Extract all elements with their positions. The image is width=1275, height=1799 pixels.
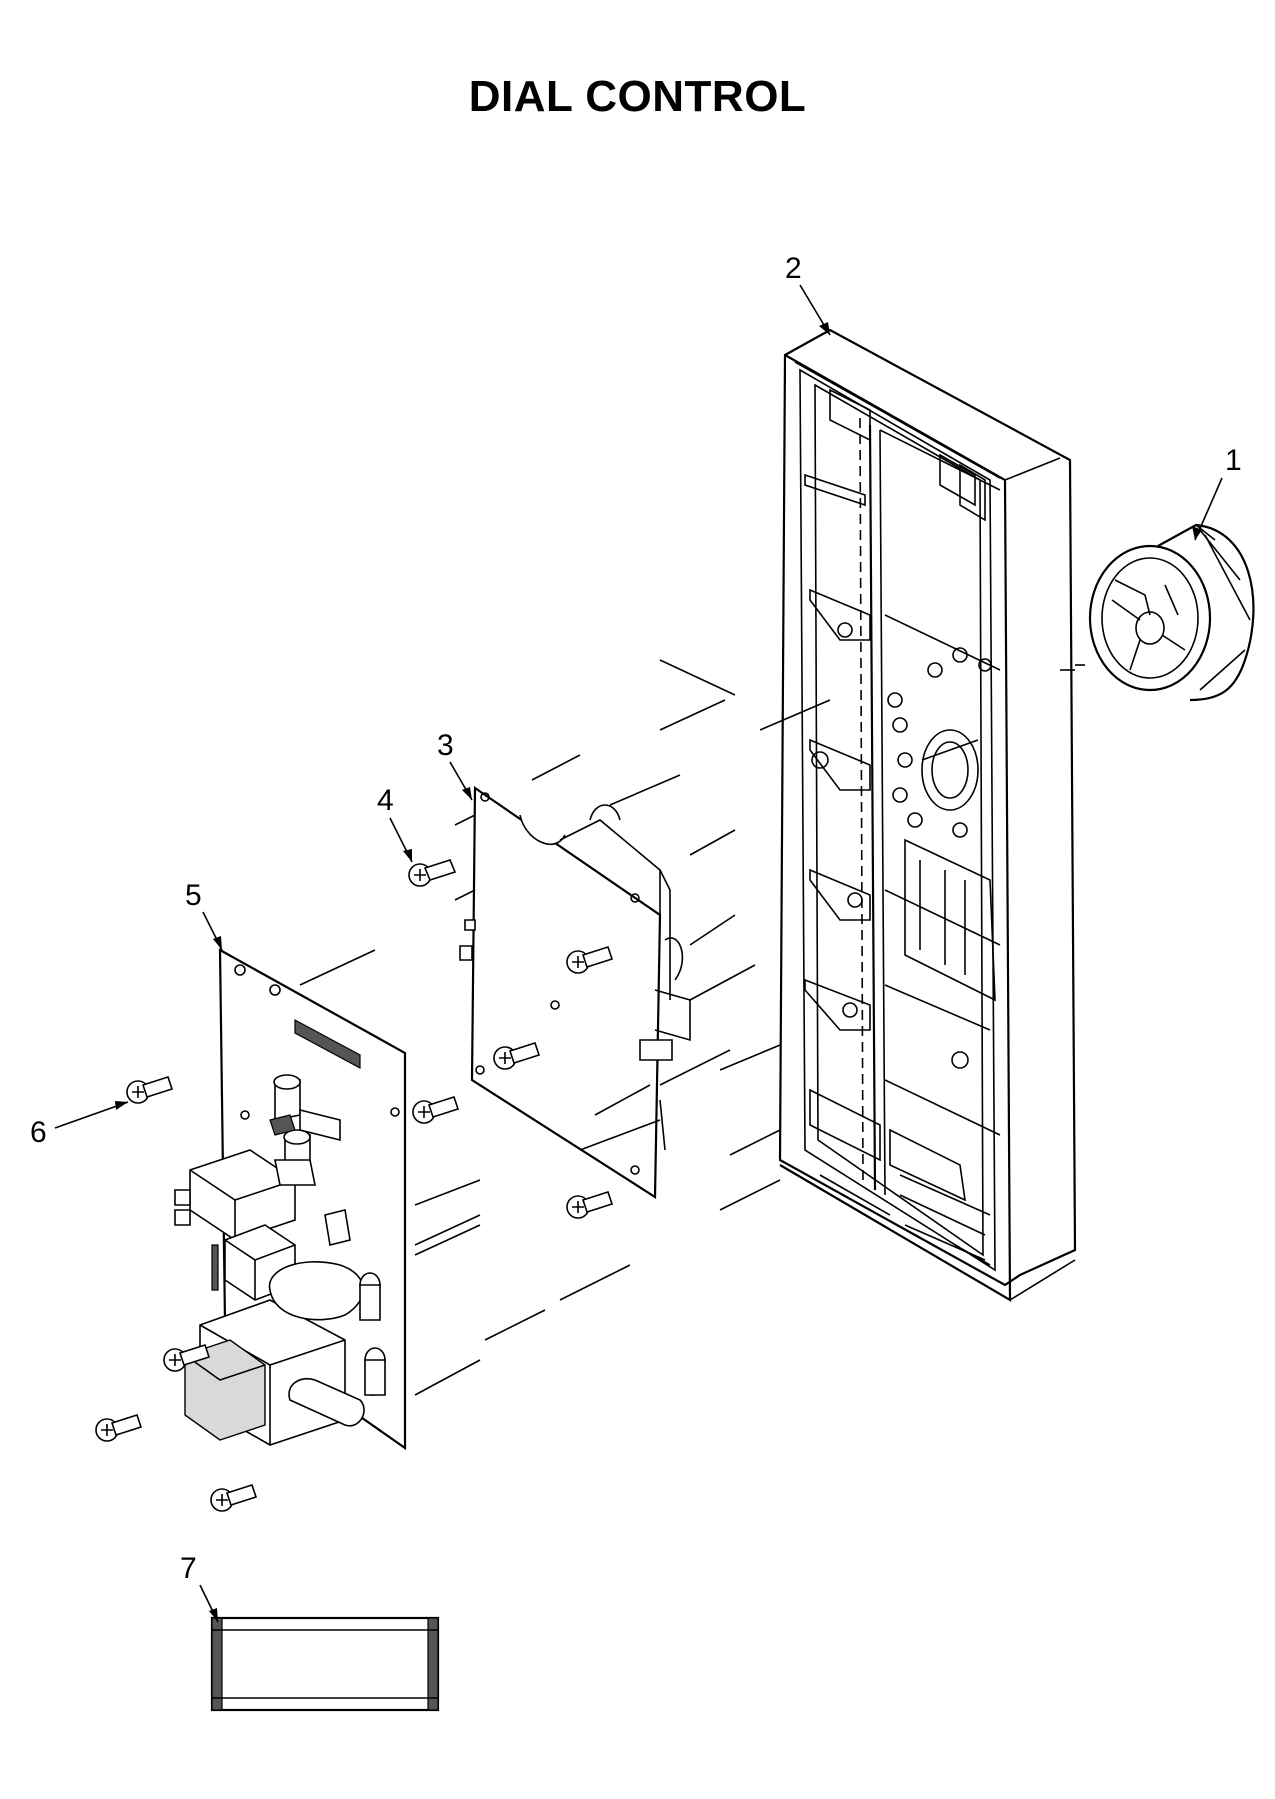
callout-leaders xyxy=(54,284,1223,1623)
callout-5: 5 xyxy=(185,879,202,912)
screw-icon xyxy=(412,1095,460,1124)
callout-7: 7 xyxy=(180,1552,197,1585)
dial-knob-icon xyxy=(1088,523,1255,702)
screw-icon xyxy=(493,1041,541,1070)
callout-3: 3 xyxy=(437,729,454,762)
callout-2: 2 xyxy=(785,252,802,285)
screw-icon xyxy=(95,1413,143,1442)
screw-icon xyxy=(408,859,457,887)
screw-group xyxy=(95,859,614,1512)
callout-4: 4 xyxy=(377,784,394,817)
assembly-guide-lines xyxy=(299,659,1085,1396)
screw-icon xyxy=(210,1483,258,1512)
control-housing-icon xyxy=(778,328,1077,1302)
circuit-board-icon xyxy=(174,948,407,1451)
screw-icon xyxy=(566,945,614,974)
ribbon-cable-icon xyxy=(210,1616,440,1712)
callout-1: 1 xyxy=(1225,444,1242,477)
screw-icon xyxy=(163,1343,211,1372)
diagram-title: DIAL CONTROL xyxy=(468,72,807,121)
screw-icon xyxy=(126,1075,174,1104)
callout-6: 6 xyxy=(30,1116,47,1149)
screw-icon xyxy=(566,1190,614,1219)
timer-bracket-icon xyxy=(459,785,691,1199)
